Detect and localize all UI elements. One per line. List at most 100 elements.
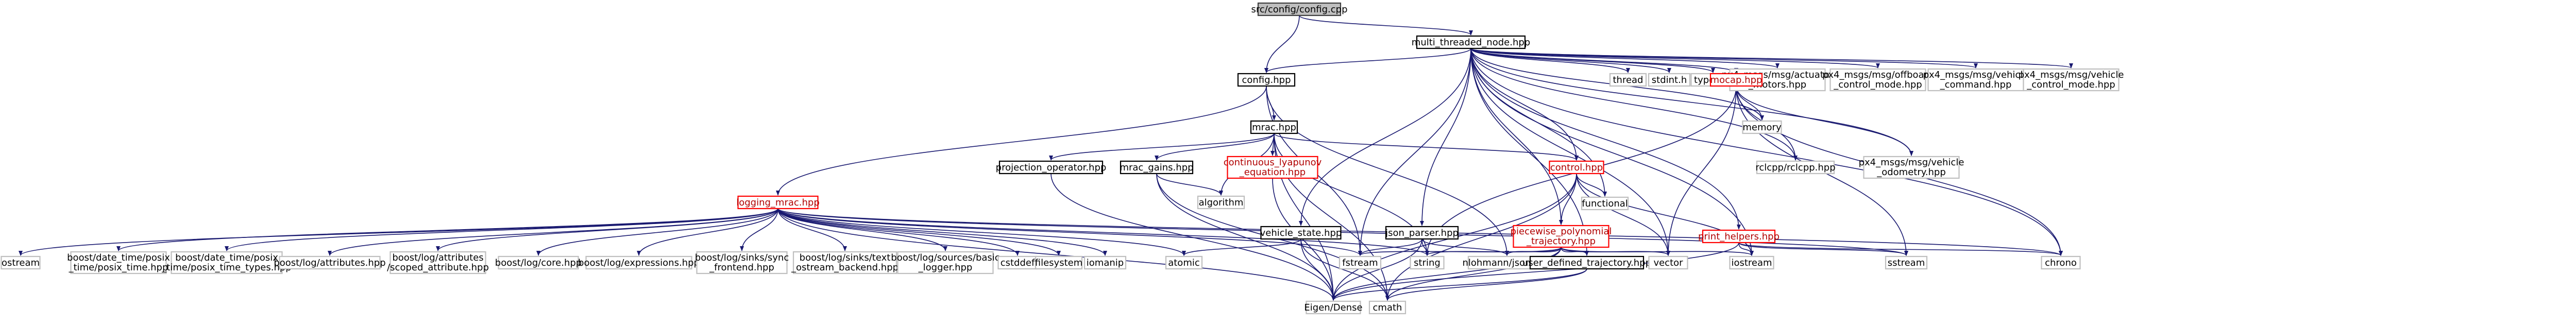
node-multi_threaded_node[interactable]: multi_threaded_node.hpp [1412,35,1530,49]
node-vehicle_state[interactable]: vehicle_state.hpp [1260,226,1342,240]
edge-multi_threaded_node-to-px4_vehicle_control_mode [1470,48,2073,68]
edge-logging_mrac-to-string [777,208,1429,256]
node-label-piecewise_poly-0: piecewise_polynomial [1511,226,1612,237]
node-log_scoped_attribute: boost/log/attributes/scoped_attribute.hp… [387,251,489,274]
node-box-log_scoped_attribute [389,251,486,274]
edge-logging_mrac-to-filesystem [777,208,1061,256]
edge-multi_threaded_node-to-iostream [1470,48,1754,256]
node-label-json_parser-0: json_parser.hpp [1385,228,1459,238]
edge-control_hpp-to-cmath [1385,173,1577,301]
node-box-algorithm [1197,195,1245,210]
edge-logging_mrac-to-iomanip [777,208,1107,256]
node-label-px4_offboard-0: px4_msgs/msg/offboard [1822,70,1934,80]
edge-multi_threaded_node-to-config_hpp [1264,48,1471,73]
edge-logging_mrac-to-sstream [777,208,1908,256]
edge-logging_mrac-to-posix_time [116,208,778,251]
node-chrono: chrono [2041,255,2081,270]
node-box-px4_odometry [1863,156,1960,179]
edge-mrac_gains-to-algorithm [1156,173,1223,196]
node-mocap_hpp[interactable]: mocap.hpp [1709,73,1763,87]
node-piecewise_poly[interactable]: piecewise_polynomial_trajectory.hpp [1511,225,1612,248]
node-label-sstream-0: sstream [1888,258,1925,268]
edge-control_hpp-to-functional [1576,173,1607,197]
node-box-filesystem [1035,255,1083,270]
node-log_basic_logger: boost/log/sources/basic_logger.hpp [891,251,1000,274]
node-label-continuous_lyapunov-0: continuous_lyapunov [1224,157,1322,168]
node-box-log_attributes [279,255,381,270]
node-box-ostream [1,255,41,270]
node-box-user_defined_traj [1529,255,1645,270]
edge-src_config_cpp-to-multi_threaded_node [1299,15,1473,36]
node-box-rclcpp [1756,160,1835,175]
node-label-user_defined_traj-0: user_defined_trajectory.hpp [1522,258,1651,268]
edge-config_hpp-to-logging_mrac [776,85,1267,196]
edge-multi_threaded_node-to-print_helpers [1470,48,1741,230]
node-label-logging_mrac-0: logging_mrac.hpp [736,197,820,208]
node-control_hpp[interactable]: control.hpp [1549,160,1604,175]
node-projection_operator[interactable]: projection_operator.hpp [996,160,1107,175]
edge-logging_mrac-to-log_sync_frontend [740,208,778,251]
node-box-mrac_gains [1120,160,1194,175]
node-label-cmath-0: cmath [1373,302,1402,313]
node-label-config_hpp-0: config.hpp [1242,75,1291,85]
node-box-px4_vehicle_control_mode [2023,68,2120,92]
node-box-vector [1648,255,1688,270]
node-label-mrac_hpp-0: mrac.hpp [1252,122,1296,133]
edge-json_parser-to-fstream [1358,238,1422,256]
edge-piecewise_poly-to-user_defined_traj [1561,247,1589,256]
node-label-thread-0: thread [1613,75,1643,85]
node-label-log_text_ostream-0: boost/log/sinks/text [800,252,891,263]
node-algorithm: algorithm [1197,195,1245,210]
node-thread: thread [1609,73,1647,87]
edge-json_parser-to-eigen_dense [1331,238,1422,301]
edge-multi_threaded_node-to-px4_actuator_motors [1470,48,1780,68]
node-config_hpp[interactable]: config.hpp [1237,73,1296,87]
edge-mocap_hpp-to-vector [1666,85,1737,256]
edge-multi_threaded_node-to-stdint [1470,48,1671,73]
node-label-px4_vehicle_command-0: px4_msgs/msg/vehicle [1923,70,2029,80]
edge-control_hpp-to-vector [1576,173,1670,256]
node-box-mrac_hpp [1250,120,1298,134]
node-label-mrac_gains-0: mrac_gains.hpp [1120,162,1193,173]
edge-print_helpers-to-eigen_dense [1331,242,1739,301]
node-mrac_gains[interactable]: mrac_gains.hpp [1120,160,1194,175]
node-box-memory [1742,120,1782,134]
node-label-log_basic_logger-1: _logger.hpp [918,262,973,273]
edge-config_hpp-to-nlohmann_json [1266,85,1509,256]
node-box-src_config_cpp [1257,2,1342,16]
edge-piecewise_poly-to-vector [1561,247,1670,256]
node-box-thread [1609,73,1647,87]
node-memory: memory [1742,120,1782,134]
node-px4_offboard: px4_msgs/msg/offboard_control_mode.hpp [1822,68,1934,92]
node-fstream: fstream [1338,255,1382,270]
edge-logging_mrac-to-log_core [536,208,778,256]
node-label-eigen_dense-0: Eigen/Dense [1304,302,1362,313]
node-box-posix_time [70,251,167,274]
node-src_config_cpp[interactable]: src/config/config.cpp [1251,2,1348,16]
node-box-logging_mrac [737,195,819,210]
edge-logging_mrac-to-posix_time_types [225,208,778,251]
node-label-px4_vehicle_control_mode-0: px4_msgs/msg/vehicle [2019,70,2124,80]
edge-multi_threaded_node-to-vehicle_state [1299,48,1471,226]
edge-print_helpers-to-iostream [1738,242,1754,256]
node-label-cstddef-0: cstddef [1001,258,1035,268]
edge-json_parser-to-nlohmann_json [1421,238,1509,256]
node-label-posix_time_types-0: boost/date_time/posix [175,252,278,263]
node-label-vector-0: vector [1653,258,1683,268]
node-continuous_lyapunov[interactable]: continuous_lyapunov_equation.hpp [1224,156,1322,179]
node-box-iomanip [1083,255,1127,270]
node-label-log_sync_frontend-0: boost/log/sinks/sync [695,252,789,263]
node-box-functional [1581,196,1629,211]
node-label-posix_time-1: _time/posix_time.hpp [69,262,168,273]
node-print_helpers[interactable]: print_helpers.hpp [1698,229,1780,244]
node-user_defined_traj[interactable]: user_defined_trajectory.hpp [1522,255,1651,270]
node-box-sstream [1885,255,1928,270]
node-log_attributes: boost/log/attributes.hpp [274,255,386,270]
node-box-fstream [1338,255,1382,270]
node-mrac_hpp[interactable]: mrac.hpp [1250,120,1298,134]
node-posix_time: boost/date_time/posix_time/posix_time.hp… [67,251,170,274]
node-box-mocap_hpp [1709,73,1763,87]
node-logging_mrac[interactable]: logging_mrac.hpp [736,195,820,210]
node-json_parser[interactable]: json_parser.hpp [1385,226,1459,240]
include-nodes: src/config/config.cpp multi_threaded_node… [1,2,2124,315]
